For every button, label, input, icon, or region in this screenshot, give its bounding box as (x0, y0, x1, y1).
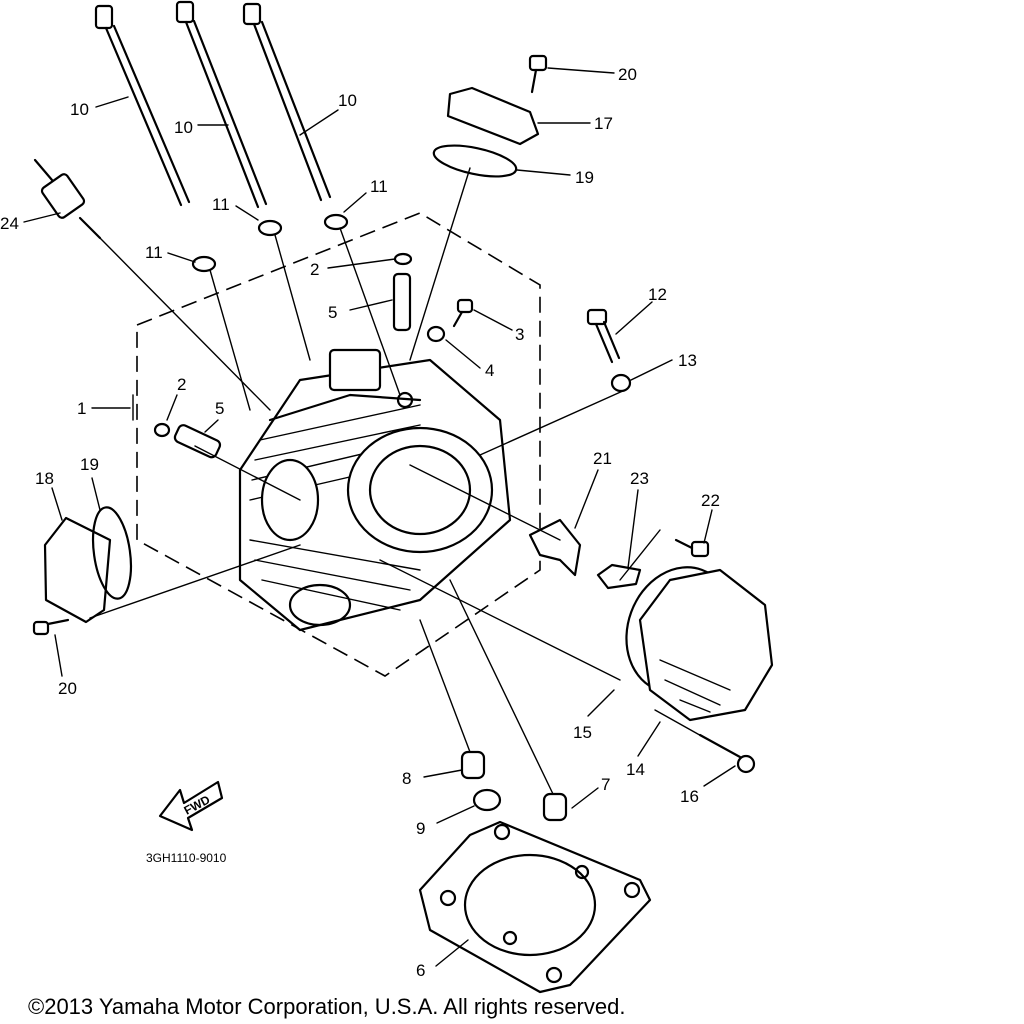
washer-9 (472, 788, 502, 812)
callout-10: 10 (70, 100, 89, 119)
reference-lines (89, 167, 706, 795)
callout-8: 8 (402, 769, 411, 788)
bolt-12 (586, 308, 621, 364)
callout-11: 11 (212, 195, 230, 214)
fwd-arrow-icon: FWD (158, 780, 224, 832)
callout-11: 11 (145, 243, 163, 262)
callout-5: 5 (215, 399, 224, 418)
bolt-22 (674, 538, 710, 558)
washer-middle (257, 219, 283, 237)
callout-11: 11 (370, 177, 388, 196)
callout-3: 3 (515, 325, 524, 344)
tappet-cover-14 (638, 568, 774, 722)
washer-4 (426, 325, 446, 343)
washer-13 (610, 373, 632, 393)
cylinder-head (238, 348, 512, 632)
dowel-8 (460, 750, 486, 780)
callout-6: 6 (416, 961, 425, 980)
callout-7: 7 (601, 775, 610, 794)
diagram-code: 3GH1110-9010 (146, 851, 227, 865)
stud-bolt-right (242, 2, 332, 202)
valve-guide-upper (392, 272, 412, 332)
valve-guide-lower (173, 424, 222, 459)
bolt-20-top (528, 54, 548, 94)
stud-bolt-middle (175, 0, 268, 209)
callout-17: 17 (594, 114, 613, 133)
callout-14: 14 (626, 760, 645, 779)
callout-2: 2 (310, 260, 319, 279)
callout-22: 22 (701, 491, 720, 510)
callout-2: 2 (177, 375, 186, 394)
callout-5: 5 (328, 303, 337, 322)
circlip-lower (153, 422, 171, 438)
dowel-7 (542, 792, 568, 822)
callout-20: 20 (58, 679, 77, 698)
washer-left (191, 255, 217, 273)
bolt-20-left (32, 618, 70, 636)
assembly-boundary (136, 212, 541, 677)
bolt-3 (452, 298, 474, 328)
o-ring-19-top (432, 144, 518, 178)
callout-20: 20 (618, 65, 637, 84)
callout-19: 19 (575, 168, 594, 187)
washer-right (323, 213, 349, 231)
cover-cap-18 (43, 516, 112, 624)
callout-16: 16 (680, 787, 699, 806)
callout-24: 24 (0, 214, 19, 233)
callout-18: 18 (35, 469, 54, 488)
circlip-upper (393, 252, 413, 266)
callout-23: 23 (630, 469, 649, 488)
head-gasket (418, 820, 652, 994)
copyright-notice: ©2013 Yamaha Motor Corporation, U.S.A. A… (28, 994, 626, 1019)
guide-21 (528, 518, 582, 577)
spark-plug (33, 158, 102, 240)
callout-4: 4 (485, 361, 494, 380)
callout-1: 1 (77, 399, 86, 418)
stud-bolt-left (94, 4, 191, 207)
callout-13: 13 (678, 351, 697, 370)
callout-21: 21 (593, 449, 612, 468)
bolt-16 (698, 733, 756, 774)
callout-9: 9 (416, 819, 425, 838)
callout-10: 10 (338, 91, 357, 110)
callout-12: 12 (648, 285, 667, 304)
leader-lines (23, 67, 736, 967)
o-ring-19-left (91, 506, 133, 600)
gasket-23 (596, 563, 642, 590)
callout-15: 15 (573, 723, 592, 742)
callout-19: 19 (80, 455, 99, 474)
cover-cap-17 (446, 86, 540, 146)
callout-10: 10 (174, 118, 193, 137)
